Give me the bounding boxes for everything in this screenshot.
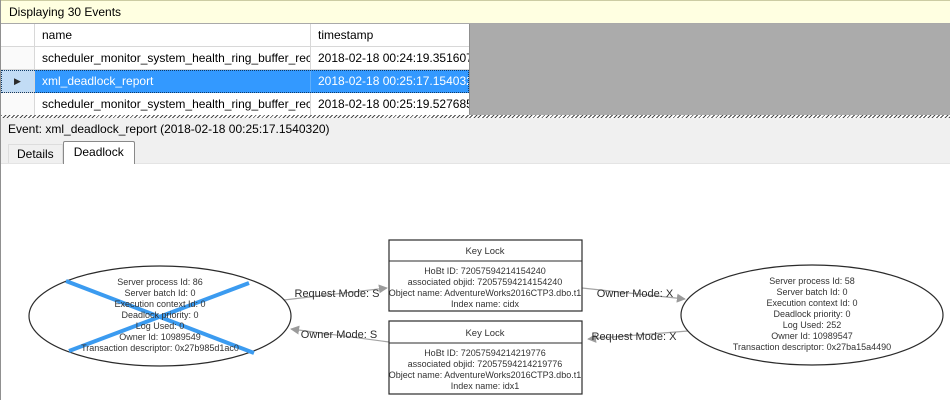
cell-timestamp[interactable]: 2018-02-18 00:25:19.5276859 (311, 93, 469, 115)
column-header-name[interactable]: name (35, 24, 311, 47)
process-line: Execution context Id: 0 (766, 298, 857, 308)
edge-label-owner-s: Owner Mode: S (301, 329, 377, 341)
lock-node-1[interactable]: Key Lock HoBt ID: 72057594214154240 asso… (388, 239, 583, 312)
lock-line: Object name: AdventureWorks2016CTP3.dbo.… (389, 288, 581, 298)
edge-label-owner-x: Owner Mode: X (597, 288, 674, 300)
events-grid-region: name timestamp scheduler_monitor_system_… (1, 24, 950, 115)
process-line: Deadlock priority: 0 (121, 310, 198, 320)
row-selector-cell[interactable] (1, 93, 35, 115)
grid-header-row: name timestamp (1, 24, 469, 47)
tab-strip: Details Deadlock (1, 140, 950, 164)
row-selector-cell[interactable] (1, 47, 35, 70)
tab-details[interactable]: Details (8, 144, 63, 163)
lock-line: HoBt ID: 72057594214219776 (424, 348, 546, 358)
tab-deadlock[interactable]: Deadlock (62, 141, 135, 164)
lock-line: associated objid: 72057594214154240 (408, 277, 563, 287)
lock-title: Key Lock (465, 246, 504, 257)
victim-cross-icon (65, 279, 255, 355)
process-line: Owner Id: 10989549 (119, 332, 201, 342)
edge-owner-x (581, 287, 686, 303)
row-selector-cell[interactable]: ▶ (1, 70, 35, 93)
process-line: Log Used: 252 (783, 320, 842, 330)
edge-request-s (283, 284, 388, 301)
table-row-selected[interactable]: ▶ xml_deadlock_report 2018-02-18 00:25:1… (1, 70, 469, 93)
process-line: Owner Id: 10989547 (771, 331, 853, 341)
events-count-label: Displaying 30 Events (9, 5, 122, 19)
lock-line: Object name: AdventureWorks2016CTP3.dbo.… (389, 370, 581, 380)
edge-owner-s (290, 325, 390, 343)
grid-corner-cell (1, 24, 35, 47)
process-line: Deadlock priority: 0 (773, 309, 850, 319)
grid-splitter[interactable] (1, 115, 950, 118)
cell-name[interactable]: scheduler_monitor_system_health_ring_buf… (35, 47, 311, 70)
process-line: Transaction descriptor: 0x27b985d1ac0 (81, 343, 239, 353)
process-line: Log Used: 0 (136, 321, 185, 331)
edge-label-request-x: Request Mode: X (592, 331, 678, 343)
lock-line: Index name: cidx (451, 299, 520, 309)
lock-title: Key Lock (465, 328, 504, 339)
process-node-owner[interactable]: Server process Id: 58 Server batch Id: 0… (680, 264, 944, 366)
current-row-arrow-icon: ▶ (14, 76, 21, 86)
deadlock-graph-pane: Server process Id: 86 Server batch Id: 0… (1, 163, 950, 400)
cell-name[interactable]: xml_deadlock_report (35, 70, 311, 93)
events-count-bar: Displaying 30 Events (1, 0, 950, 24)
cell-timestamp[interactable]: 2018-02-18 00:25:17.1540320 (311, 70, 469, 93)
process-node-victim[interactable]: Server process Id: 86 Server batch Id: 0… (28, 265, 292, 367)
process-line: Server batch Id: 0 (124, 288, 195, 298)
cell-name[interactable]: scheduler_monitor_system_health_ring_buf… (35, 93, 311, 115)
process-line: Server batch Id: 0 (776, 287, 847, 297)
lock-line: HoBt ID: 72057594214154240 (424, 266, 546, 276)
deadlock-graph: Server process Id: 86 Server batch Id: 0… (28, 239, 944, 395)
edge-request-x (587, 330, 689, 343)
events-grid: name timestamp scheduler_monitor_system_… (1, 24, 470, 115)
cell-timestamp[interactable]: 2018-02-18 00:24:19.3516078 (311, 47, 469, 70)
lock-node-2[interactable]: Key Lock HoBt ID: 72057594214219776 asso… (388, 320, 583, 395)
process-line: Transaction descriptor: 0x27ba15a4490 (733, 342, 891, 352)
table-row[interactable]: scheduler_monitor_system_health_ring_buf… (1, 93, 469, 115)
process-line: Server process Id: 86 (117, 277, 203, 287)
table-row[interactable]: scheduler_monitor_system_health_ring_buf… (1, 47, 469, 70)
column-header-timestamp[interactable]: timestamp (311, 24, 469, 47)
process-line: Server process Id: 58 (769, 276, 855, 286)
lock-line: Index name: idx1 (451, 381, 520, 391)
event-title-bar: Event: xml_deadlock_report (2018-02-18 0… (1, 118, 950, 140)
lock-line: associated objid: 72057594214219776 (408, 359, 563, 369)
event-title-label: Event: xml_deadlock_report (2018-02-18 0… (8, 122, 330, 136)
edge-label-request-s: Request Mode: S (295, 288, 380, 300)
process-line: Execution context Id: 0 (114, 299, 205, 309)
